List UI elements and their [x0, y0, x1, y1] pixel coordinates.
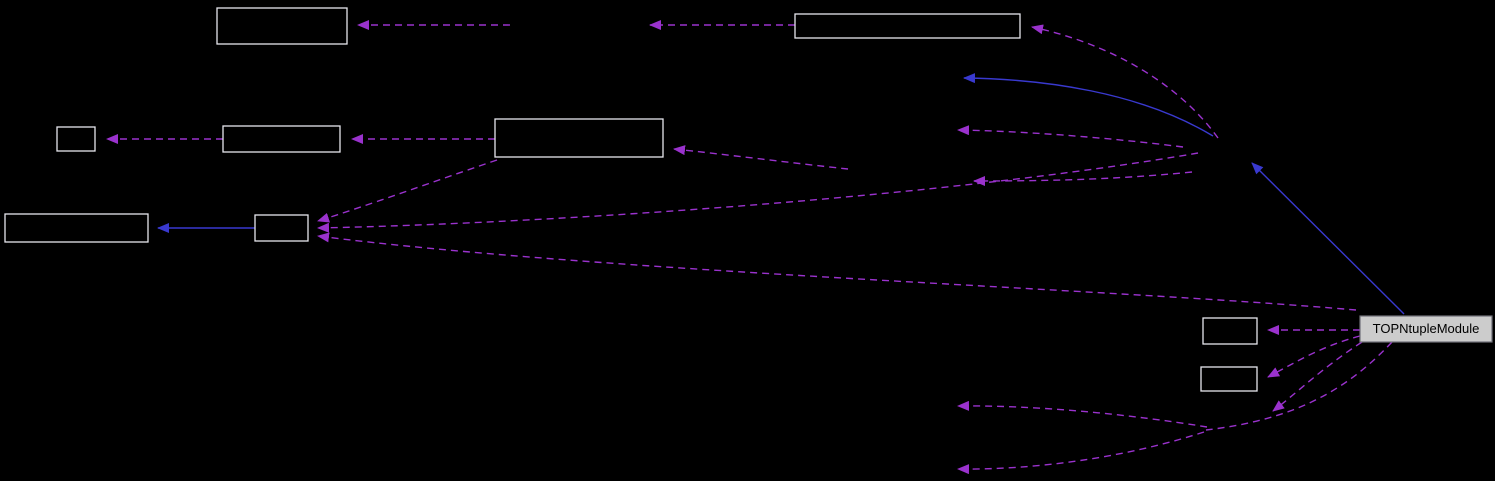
class-node-center[interactable] [494, 118, 664, 158]
dependency-edge [1205, 341, 1393, 431]
class-node-top-middle[interactable] [794, 13, 1021, 39]
dependency-edge [1267, 335, 1361, 378]
dependency-edge [317, 152, 1199, 233]
dependency-edge [957, 431, 1205, 475]
class-node-top-left[interactable] [216, 7, 348, 45]
class-node-small-center[interactable] [254, 214, 309, 242]
class-node-right-upper[interactable] [1202, 317, 1258, 345]
dependency-edge [957, 125, 1184, 148]
class-node-main[interactable]: TOPNtupleModule [1359, 315, 1493, 343]
dependency-edge [317, 232, 1357, 311]
class-node-small-left[interactable] [56, 126, 96, 152]
inheritance-edge [1251, 162, 1405, 315]
dependency-edge [957, 400, 1208, 428]
class-node-left-wide[interactable] [4, 213, 149, 243]
dependency-edge [1272, 341, 1363, 412]
class-node-main-box[interactable] [1359, 315, 1493, 343]
inheritance-edge [963, 73, 1214, 137]
dependency-edge [1031, 24, 1219, 139]
class-node-mid-left[interactable] [222, 125, 341, 153]
class-node-main-label: TOPNtupleModule [1373, 321, 1480, 336]
dependency-edge [317, 159, 498, 223]
dependency-edge [973, 171, 1193, 186]
class-node-right-lower[interactable] [1200, 366, 1258, 392]
dependency-edge [673, 145, 849, 170]
